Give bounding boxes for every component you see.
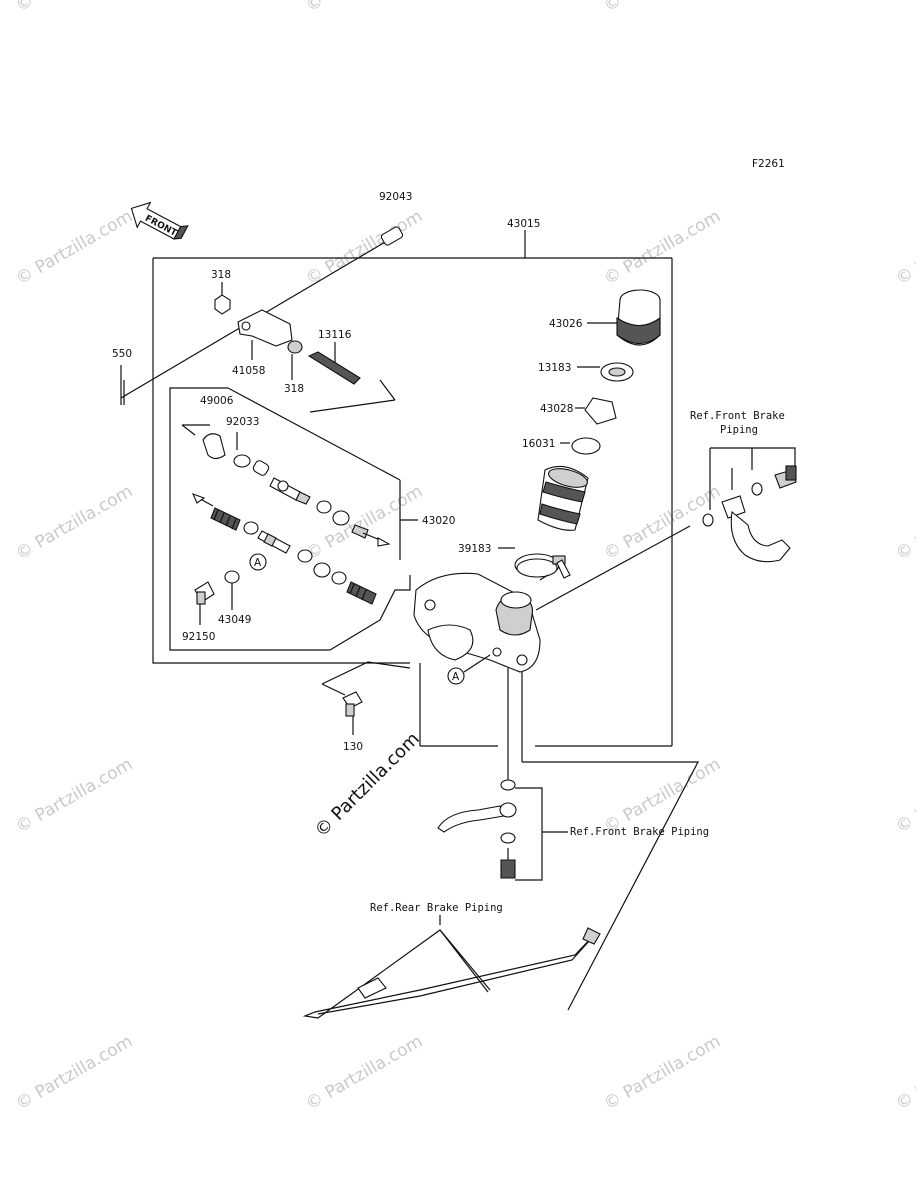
assembly-outline-43020 — [169, 387, 418, 651]
part-16031-float — [560, 437, 601, 455]
watermark: © Partzilla.com — [893, 754, 916, 837]
watermark: © Partzilla.com — [601, 754, 725, 837]
part-318-nut — [214, 282, 231, 315]
part-reservoir-boot — [537, 465, 589, 531]
watermark: © Partzilla.com — [13, 1031, 137, 1114]
part-92033-circlip — [233, 432, 251, 468]
watermark: © Partzilla.com — [13, 754, 137, 837]
label-16031: 16031 — [522, 438, 555, 450]
callout-a-inner: A — [249, 553, 267, 571]
part-92150-bolt — [194, 581, 215, 625]
assembly-outline-43015 — [152, 230, 673, 747]
label-318-lower: 318 — [284, 383, 304, 395]
ref-rear-brake: Ref.Rear Brake Piping — [370, 902, 503, 914]
label-43020: 43020 — [422, 515, 455, 527]
callout-letter: A — [452, 671, 460, 683]
label-41058: 41058 — [232, 365, 265, 377]
label-43015: 43015 — [507, 218, 540, 230]
label-550: 550 — [112, 348, 132, 360]
label-92150: 92150 — [182, 631, 215, 643]
label-43049: 43049 — [218, 614, 251, 626]
watermark: © Partzilla.com — [893, 1031, 916, 1114]
spring-assembly-row — [191, 493, 377, 605]
reference-labels: Ref.Front Brake Piping Ref.Front Brake P… — [370, 410, 785, 914]
label-318: 318 — [211, 269, 231, 281]
label-49006: 49006 — [200, 395, 234, 407]
label-43026: 43026 — [549, 318, 583, 330]
part-43049-washer — [224, 570, 240, 610]
ref-front-brake-top-line2: Piping — [720, 424, 758, 436]
part-41058-clevis — [237, 309, 293, 360]
part-43028-diaphragm — [575, 397, 617, 425]
watermark: © Partzilla.com — [13, 206, 137, 289]
part-labels: 92043 43015 318 550 41058 318 13116 4302… — [112, 191, 583, 753]
ref-front-brake-top: Ref.Front Brake — [690, 410, 785, 422]
label-39183: 39183 — [458, 543, 491, 555]
label-130: 130 — [343, 741, 363, 753]
ref-front-brake-mid: Ref.Front Brake Piping — [570, 826, 709, 838]
figure-code: F2261 — [752, 158, 785, 170]
watermark: © Partzilla.com — [601, 0, 725, 16]
part-43026-cap — [587, 289, 661, 346]
label-92043: 92043 — [379, 191, 412, 203]
master-cylinder-body — [413, 525, 691, 673]
label-43028: 43028 — [540, 403, 573, 415]
label-13183: 13183 — [538, 362, 571, 374]
part-550-cotter — [120, 365, 125, 405]
watermark: © Partzilla.com — [303, 481, 427, 564]
callout-a-body: A — [447, 654, 491, 685]
label-13116: 13116 — [318, 329, 352, 341]
watermark: © Partzilla.com — [893, 481, 916, 564]
watermark: © Partzilla.com — [303, 206, 427, 289]
callout-letter: A — [254, 557, 262, 569]
front-brake-piping-top — [702, 447, 797, 563]
label-92033: 92033 — [226, 416, 259, 428]
part-13116-pushrod — [307, 342, 396, 413]
watermark: © Partzilla.com — [303, 0, 427, 16]
watermark: © Partzilla.com — [601, 206, 725, 289]
rear-brake-piping — [302, 915, 601, 1019]
part-49006-cup — [181, 424, 226, 460]
watermark: © Partzilla.com — [303, 1031, 427, 1114]
part-39183-clamp — [498, 547, 571, 579]
piston-assembly-row — [252, 460, 391, 547]
front-brake-piping-bottom — [437, 668, 699, 1011]
watermark: © Partzilla.com — [601, 1031, 725, 1114]
part-13183-plate — [577, 362, 634, 382]
watermark: © Partzilla.com — [893, 206, 916, 289]
part-130-bolt — [321, 661, 411, 735]
center-watermark: © Partzilla.com — [311, 728, 424, 841]
watermark: © Partzilla.com — [13, 481, 137, 564]
part-318-nut-lower — [287, 340, 303, 380]
watermark: © Partzilla.com — [13, 0, 137, 16]
